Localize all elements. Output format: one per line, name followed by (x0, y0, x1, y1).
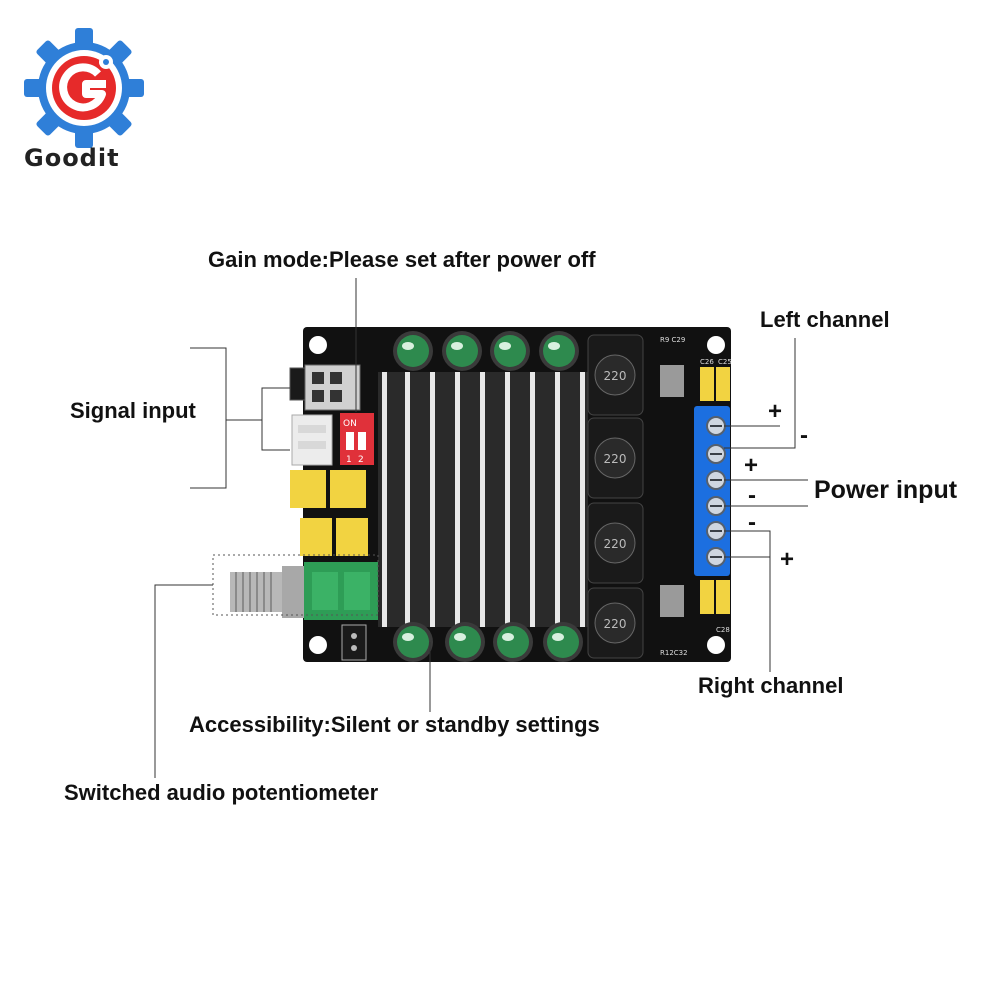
inductors: 220 220 220 220 (587, 334, 644, 659)
goodit-logo-icon (24, 28, 144, 148)
left-minus-sign: - (800, 422, 808, 449)
terminal-block (694, 406, 730, 576)
svg-text:220: 220 (604, 537, 627, 551)
power-minus-sign: - (748, 482, 756, 509)
power-plus-sign: + (744, 452, 759, 479)
svg-text:ON: ON (343, 419, 357, 429)
label-left-channel: Left channel (760, 307, 890, 332)
right-plus-sign: + (780, 546, 795, 573)
svg-text:220: 220 (604, 617, 627, 631)
svg-text:R9 C29: R9 C29 (660, 336, 685, 344)
left-plus-sign: + (768, 398, 783, 425)
dip-switch: ON 1 2 (340, 413, 374, 465)
capacitors-top (393, 331, 579, 371)
heatsink-fins (382, 372, 585, 627)
label-potentiometer: Switched audio potentiometer (64, 780, 379, 805)
svg-text:220: 220 (604, 452, 627, 466)
leader-lines (154, 278, 808, 778)
signal-jack (304, 364, 361, 411)
capacitors-bottom (393, 622, 583, 662)
label-right-channel: Right channel (698, 673, 844, 698)
svg-text:220: 220 (604, 369, 627, 383)
mount-hole (707, 636, 725, 654)
mount-hole (309, 636, 327, 654)
svg-text:C26: C26 (700, 358, 714, 366)
label-signal-input: Signal input (70, 398, 196, 423)
white-connector (291, 414, 333, 466)
right-minus-sign: - (748, 509, 756, 536)
svg-text:C28: C28 (716, 626, 730, 634)
svg-text:R12C32: R12C32 (660, 649, 688, 657)
svg-text:2: 2 (358, 455, 364, 465)
label-accessibility: Accessibility:Silent or standby settings (189, 712, 600, 737)
label-gain-mode: Gain mode:Please set after power off (208, 247, 596, 272)
mount-hole (707, 336, 725, 354)
potentiometer (230, 562, 378, 620)
brand-name: Goodit (24, 144, 120, 172)
svg-text:C25: C25 (718, 358, 732, 366)
svg-text:1: 1 (346, 455, 352, 465)
mount-hole (309, 336, 327, 354)
label-power-input: Power input (814, 476, 958, 504)
